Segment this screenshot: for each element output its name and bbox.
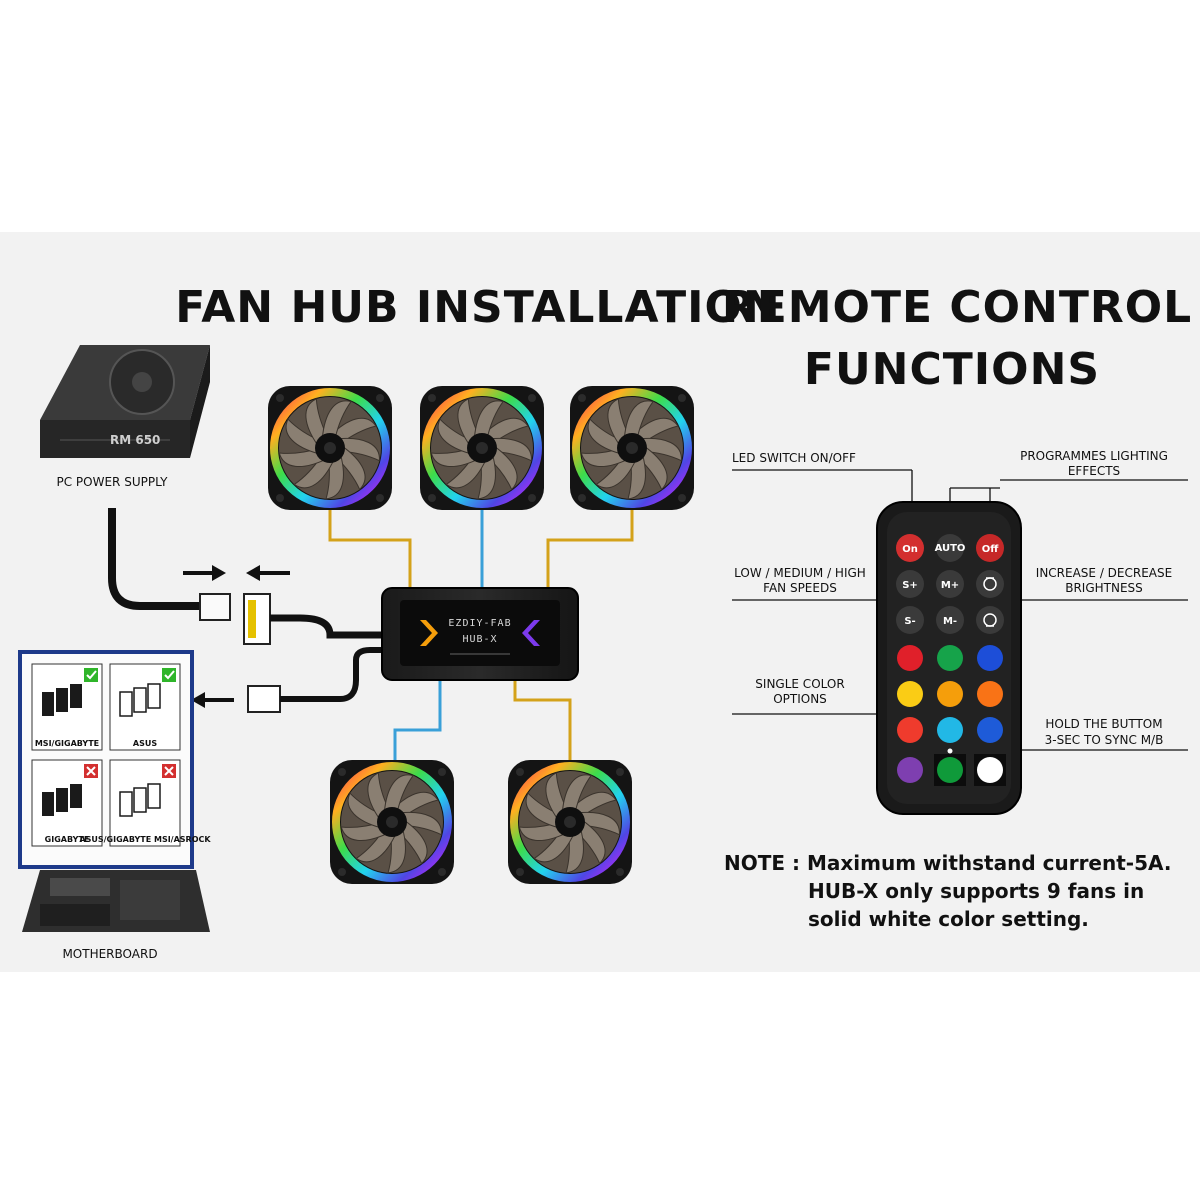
compatible-check-icon (162, 668, 176, 682)
callout-programmes-line2: EFFECTS (1068, 464, 1120, 478)
fan-hub-title: FAN HUB INSTALLATION (175, 282, 780, 333)
auto-button-label: AUTO (935, 543, 966, 554)
sync-indicator-dot (948, 749, 953, 754)
molex-to-hub-cable (270, 618, 382, 635)
off-button-label: Off (982, 544, 1000, 555)
brightness-up-button[interactable] (976, 570, 1004, 598)
callout-brightness-line2: BRIGHTNESS (1065, 581, 1143, 595)
rgb-fan-2 (420, 386, 544, 510)
color-button-2[interactable] (937, 645, 963, 671)
motherboard-board (22, 870, 210, 932)
rgb-fan-3 (570, 386, 694, 510)
connect-arrow-right (183, 565, 226, 581)
color-button-3[interactable] (977, 645, 1003, 671)
speed-up-label: S+ (902, 580, 918, 591)
connect-arrow-left (246, 565, 290, 581)
callout-speeds-line1: LOW / MEDIUM / HIGH (734, 566, 866, 580)
rgb-fan-1 (268, 386, 392, 510)
mode-down-label: M- (943, 616, 957, 627)
callout-hold-line2: 3-SEC TO SYNC M/B (1045, 733, 1164, 747)
color-button-6[interactable] (977, 681, 1003, 707)
speed-down-label: S- (904, 616, 915, 627)
remote-control: On AUTO Off S+ M+ S- M- (877, 502, 1021, 814)
hub-x-controller: EZDIY-FAB HUB-X (382, 588, 578, 680)
color-button-11[interactable] (937, 757, 963, 783)
note-line2: HUB-X only supports 9 fans in (808, 879, 1144, 903)
molex-pins (248, 600, 256, 638)
psu-label: PC POWER SUPPLY (56, 475, 168, 489)
header-label-asus: ASUS (133, 739, 157, 748)
molex-male-connector (244, 594, 270, 644)
callout-brightness-line1: INCREASE / DECREASE (1036, 566, 1172, 580)
callout-single-line1: SINGLE COLOR (755, 677, 844, 691)
hub-model-text: HUB-X (462, 634, 497, 645)
color-button-7[interactable] (897, 717, 923, 743)
motherboard-arrow-left (191, 692, 234, 708)
color-button-9[interactable] (977, 717, 1003, 743)
header-label-multi: ASUS/GIGABYTE MSI/ASROCK (79, 835, 211, 844)
psu-cable (112, 508, 200, 606)
mode-up-label: M+ (941, 580, 959, 591)
color-button-4[interactable] (897, 681, 923, 707)
color-button-8[interactable] (937, 717, 963, 743)
psu-model-badge: RM 650 (110, 433, 160, 447)
color-button-5[interactable] (937, 681, 963, 707)
color-button-1[interactable] (897, 645, 923, 671)
hub-brand-text: EZDIY-FAB (448, 618, 511, 629)
callout-led-switch: LED SWITCH ON/OFF (732, 451, 856, 465)
callout-programmes-line1: PROGRAMMES LIGHTING (1020, 449, 1168, 463)
callout-hold-line1: HOLD THE BUTTOM (1045, 717, 1162, 731)
motherboard-label: MOTHERBOARD (62, 947, 157, 961)
on-button-label: On (902, 544, 918, 555)
brightness-down-button[interactable] (976, 606, 1004, 634)
header-label-msi-gigabyte: MSI/GIGABYTE (35, 739, 99, 748)
callout-speeds-line2: FAN SPEEDS (763, 581, 837, 595)
psu-unit: RM 650 (40, 345, 210, 458)
remote-title-line2: FUNCTIONS (804, 344, 1100, 395)
remote-title-line1: REMOTE CONTROL (722, 282, 1192, 333)
motherboard-connector (248, 686, 280, 712)
motherboard-cable (280, 650, 382, 699)
note-line1: NOTE : Maximum withstand current-5A. (724, 851, 1171, 875)
color-button-12[interactable] (977, 757, 1003, 783)
color-button-10[interactable] (897, 757, 923, 783)
rgb-fan-5 (508, 760, 632, 884)
callout-single-line2: OPTIONS (773, 692, 827, 706)
compatible-check-icon (84, 668, 98, 682)
molex-female-connector (200, 594, 230, 620)
rgb-fan-4 (330, 760, 454, 884)
note-line3: solid white color setting. (808, 907, 1089, 931)
motherboard-compat-panel: MSI/GIGABYTE ASUS GIGABYTE ASUS/GIGABYTE… (20, 652, 211, 867)
